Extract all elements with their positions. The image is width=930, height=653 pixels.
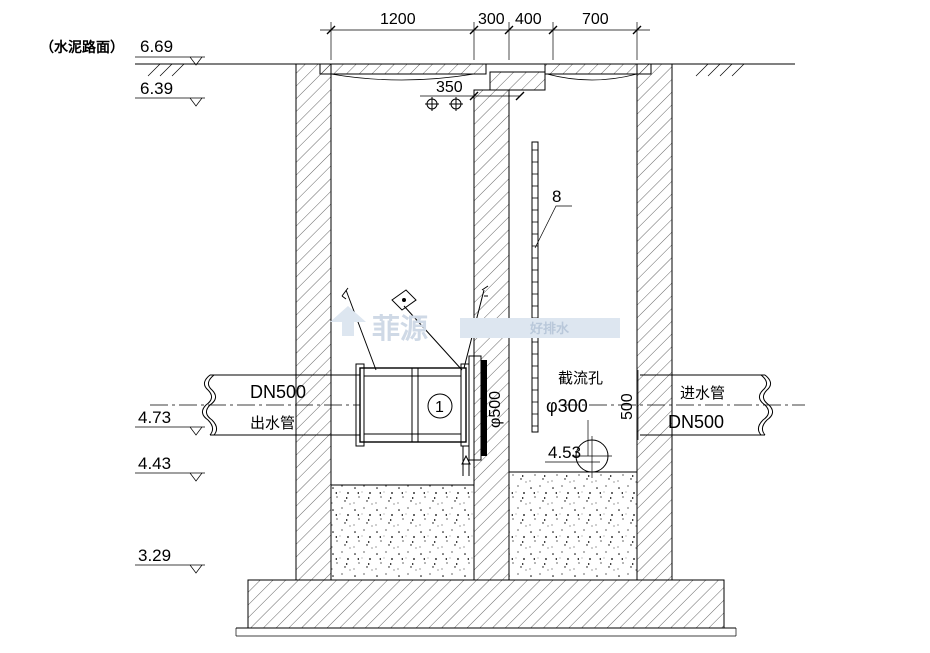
anchor-bolts <box>425 97 463 111</box>
valve-tag: 1 <box>435 399 444 416</box>
elevation-cover-bottom: 6.39 <box>140 79 173 98</box>
elevation-orifice: 4.53 <box>548 443 581 462</box>
valve-tag-circle <box>427 393 453 419</box>
orifice-diameter: φ300 <box>546 396 588 416</box>
surface-note: （水泥路面） <box>40 39 124 55</box>
elevation-base: 3.29 <box>138 546 171 565</box>
ladder <box>531 141 539 433</box>
manhole-covers <box>319 63 652 81</box>
elevation-markers <box>135 56 600 574</box>
dim-left-chamber: 1200 <box>380 11 416 28</box>
watermark-brand: 菲源 <box>372 312 428 345</box>
orifice <box>572 436 612 478</box>
bench-fill <box>330 471 638 581</box>
outlet-size: DN500 <box>250 382 306 402</box>
outlet-label: 出水管 <box>250 415 295 432</box>
top-dimension-chain <box>320 22 650 60</box>
dim-wall: 300 <box>478 11 505 28</box>
offset-dimension <box>420 91 525 101</box>
orifice-label: 截流孔 <box>558 370 603 387</box>
dim-right-chamber: 700 <box>582 11 609 28</box>
dim-gap: 400 <box>515 11 542 28</box>
elevation-top: 6.69 <box>140 37 173 56</box>
inlet-label: 进水管 <box>680 385 725 402</box>
valve-diameter: φ500 <box>487 391 504 428</box>
watermark: 菲源 好排水 <box>330 306 620 345</box>
flap-valve <box>355 355 487 476</box>
dim-offset: 350 <box>436 79 463 96</box>
elevation-outlet: 4.73 <box>138 408 171 427</box>
watermark-slogan: 好排水 <box>529 321 570 337</box>
ground-marks <box>147 63 745 77</box>
elevation-bench: 4.43 <box>138 454 171 473</box>
inlet-size: DN500 <box>668 412 724 432</box>
inlet-pipe <box>560 374 805 436</box>
outlet-pipe <box>150 374 360 436</box>
concrete-walls <box>247 63 725 629</box>
ladder-tag: 8 <box>552 187 561 206</box>
ladder-rungs <box>532 149 538 427</box>
leader-lines <box>534 205 589 456</box>
dim-inlet-height: 500 <box>619 393 636 420</box>
